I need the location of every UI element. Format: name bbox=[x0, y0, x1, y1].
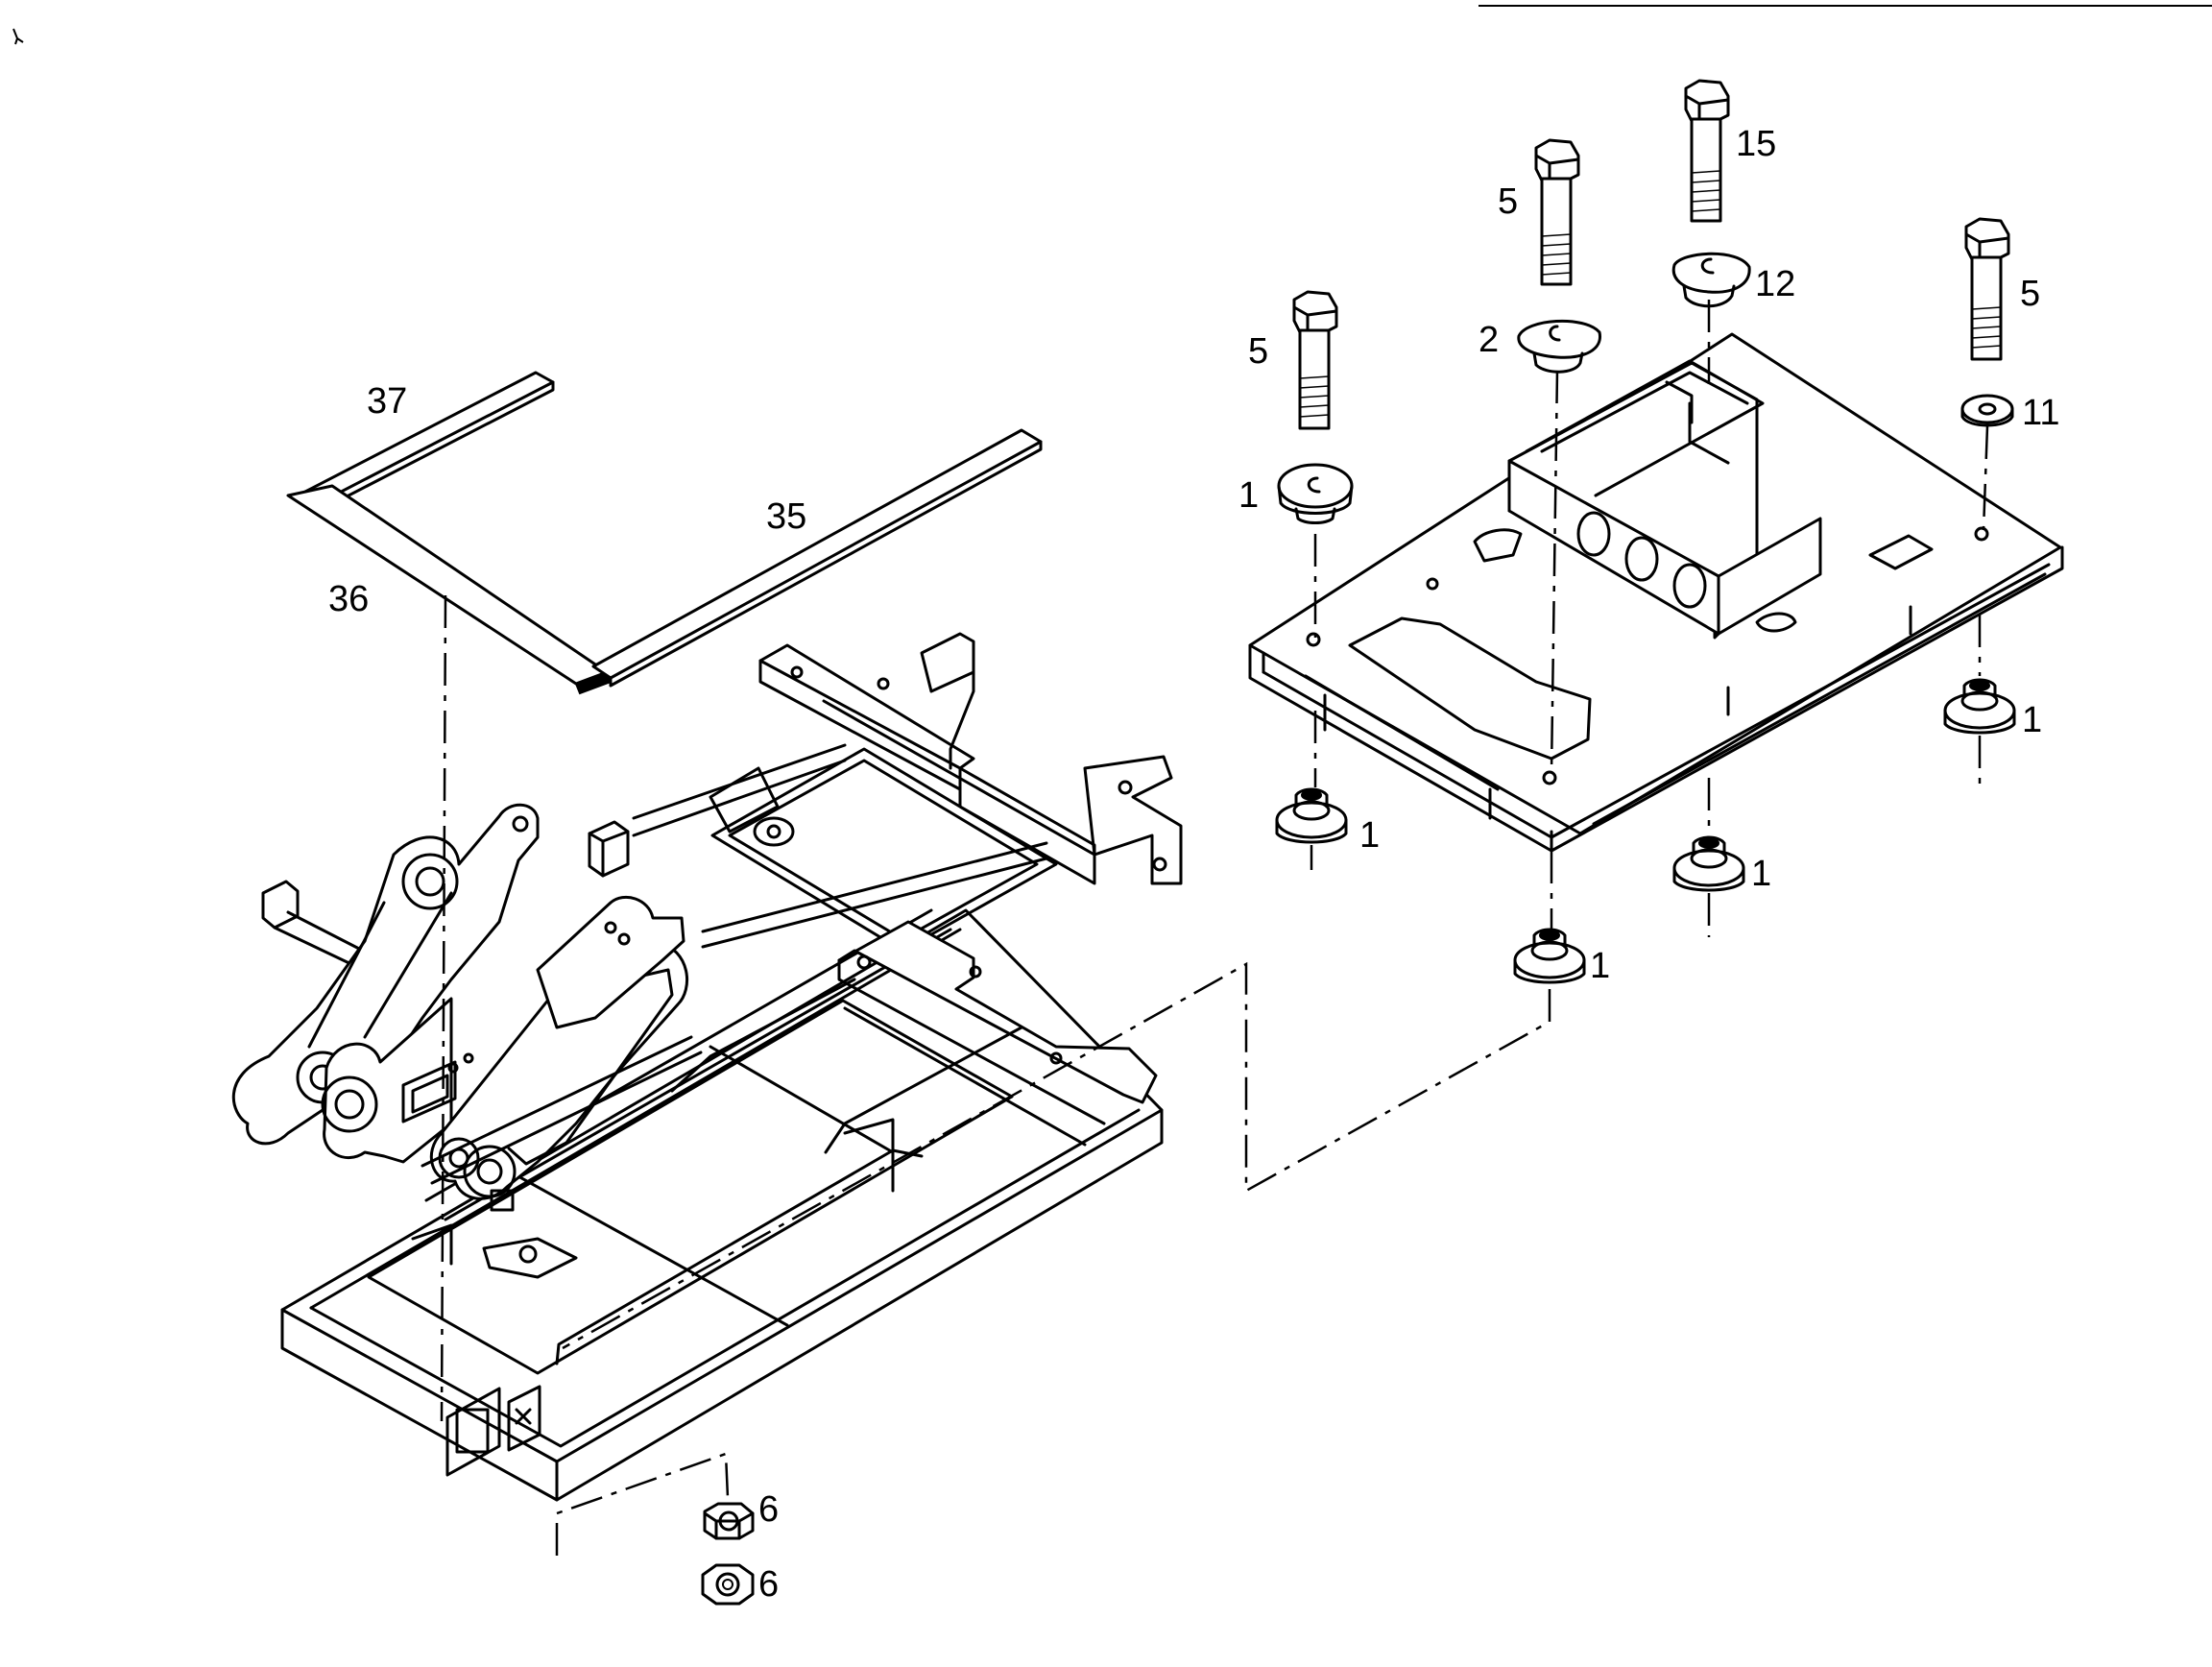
callout-1-top-left: 1 bbox=[1238, 475, 1259, 516]
upper-carriage bbox=[261, 632, 1183, 1154]
callout-6-lower: 6 bbox=[758, 1564, 779, 1605]
callout-15: 15 bbox=[1736, 124, 1776, 164]
callout-11: 11 bbox=[2022, 393, 2059, 433]
callout-5-right: 5 bbox=[2020, 274, 2040, 314]
rubber-mount-left bbox=[1275, 787, 1348, 844]
callout-36: 36 bbox=[328, 579, 369, 619]
seal-strip-set bbox=[286, 371, 1043, 695]
callout-6-upper: 6 bbox=[758, 1489, 779, 1530]
nut-6-upper bbox=[703, 1502, 755, 1540]
bolt-5-right bbox=[1964, 217, 2010, 361]
leader-lines bbox=[440, 300, 1989, 1556]
washer-2 bbox=[1517, 319, 1601, 374]
callout-37: 37 bbox=[367, 381, 407, 422]
washer-12 bbox=[1671, 252, 1751, 308]
callout-35: 35 bbox=[766, 496, 806, 537]
callout-labels: 37 35 36 5 5 15 12 2 5 11 1 1 1 1 1 6 6 bbox=[328, 124, 2059, 1605]
rubber-mount-top-left bbox=[1277, 463, 1354, 524]
rubber-mount-right bbox=[1943, 678, 2016, 735]
corner-mark bbox=[12, 28, 24, 45]
callout-1-left: 1 bbox=[1359, 815, 1380, 856]
linkage-arms bbox=[231, 803, 703, 1212]
callout-1-bottom: 1 bbox=[1590, 946, 1610, 986]
rubber-mount-bottom bbox=[1513, 928, 1586, 984]
callout-1-center: 1 bbox=[1751, 854, 1771, 894]
nut-6-lower bbox=[701, 1563, 755, 1606]
callout-5-center: 5 bbox=[1498, 181, 1518, 222]
mounting-plate-assembly bbox=[1248, 332, 2064, 853]
callout-2: 2 bbox=[1479, 320, 1499, 360]
callout-5-left: 5 bbox=[1248, 331, 1268, 372]
rubber-mount-center bbox=[1672, 835, 1745, 892]
callout-12: 12 bbox=[1755, 264, 1795, 304]
bolt-15 bbox=[1684, 79, 1730, 223]
bolt-5-left bbox=[1292, 290, 1338, 430]
callout-1-right: 1 bbox=[2022, 700, 2042, 740]
bolt-5-center bbox=[1534, 138, 1580, 286]
washer-11 bbox=[1960, 394, 2014, 427]
